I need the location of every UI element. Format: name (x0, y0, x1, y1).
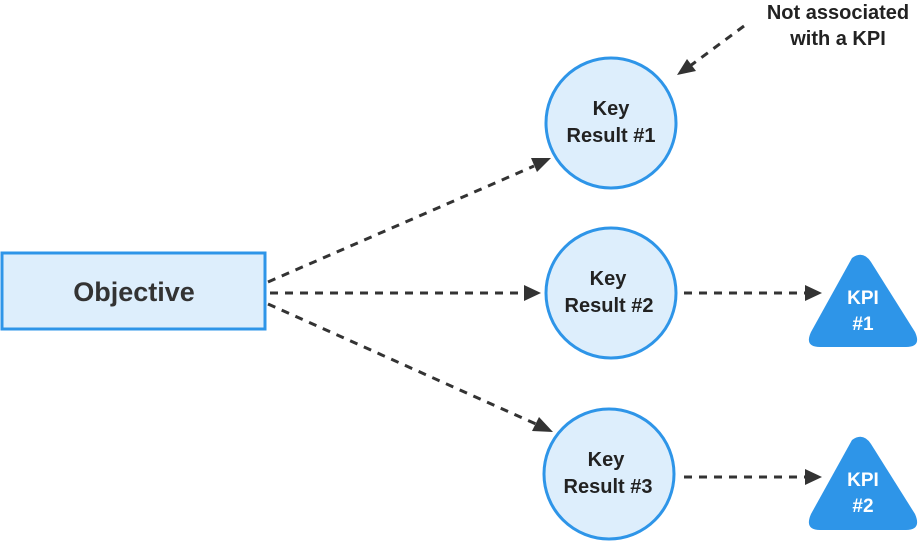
key-result-circle (542, 407, 676, 541)
arrowhead-icon (805, 285, 822, 301)
key-result-label-line2: Result #2 (565, 295, 654, 317)
edge-kr3-kpi2 (684, 469, 822, 485)
kpi-label-line2: #1 (852, 314, 874, 335)
kpi-triangle-icon (808, 254, 918, 347)
edge-objective-kr3 (267, 302, 553, 432)
kpi-label-line1: KPI (847, 470, 879, 491)
arrowhead-icon (524, 285, 541, 301)
arrowhead-icon (677, 59, 696, 75)
edge-note-kr1 (677, 24, 745, 75)
kpi-node-2: KPI #2 (808, 436, 918, 530)
key-result-circle (544, 226, 678, 360)
kpi-node-1: KPI #1 (808, 254, 918, 347)
objective-node: Objective (0, 251, 267, 331)
key-result-node-2: Key Result #2 (544, 226, 678, 360)
objective-label: Objective (73, 277, 195, 307)
edge-objective-kr1 (267, 158, 551, 284)
key-result-label-line1: Key (588, 449, 626, 471)
note-line1: Not associated (767, 2, 909, 24)
key-result-circle (544, 56, 678, 190)
arrowhead-icon (532, 417, 553, 432)
kpi-label-line2: #2 (852, 496, 873, 517)
kpi-label-line1: KPI (847, 288, 879, 309)
objective-box (0, 251, 267, 331)
edge-objective-kr2 (270, 285, 541, 301)
key-result-node-3: Key Result #3 (542, 407, 676, 541)
key-result-label-line2: Result #3 (564, 476, 653, 498)
key-result-label-line1: Key (593, 98, 631, 120)
kpi-triangle-icon (808, 436, 918, 530)
key-result-label-line1: Key (590, 268, 628, 290)
edge-kr2-kpi1 (684, 285, 822, 301)
note-line2: with a KPI (789, 28, 886, 50)
key-result-label-line2: Result #1 (567, 125, 656, 147)
arrowhead-icon (805, 469, 822, 485)
key-result-node-1: Key Result #1 (544, 56, 678, 190)
note-annotation: Not associated with a KPI (767, 2, 909, 50)
arrowhead-icon (531, 158, 551, 172)
